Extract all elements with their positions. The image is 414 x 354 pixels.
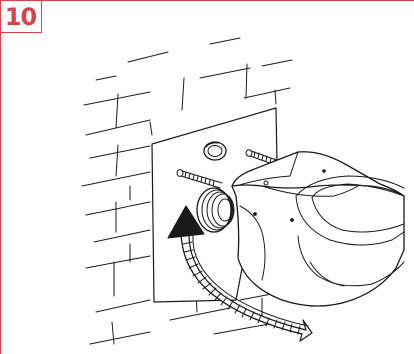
flush-pipe-connector-icon	[204, 142, 226, 160]
wall-hung-toilet-icon	[232, 152, 404, 306]
